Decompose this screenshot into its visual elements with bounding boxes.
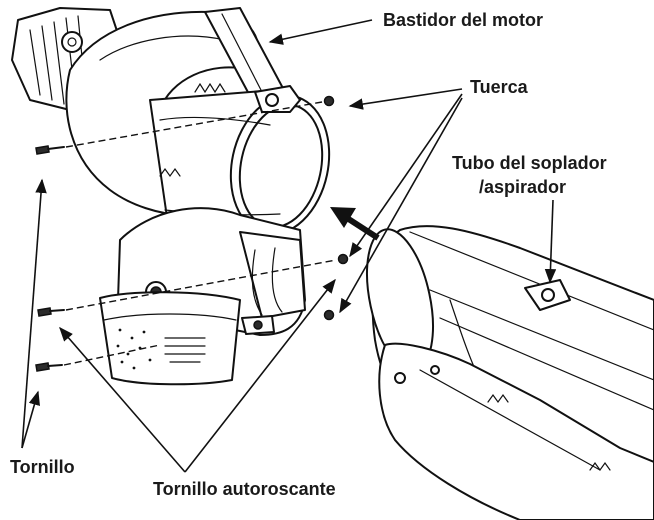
leader-nut-bottom bbox=[339, 97, 463, 314]
screw-left-upper bbox=[35, 145, 65, 155]
nut-bottom bbox=[323, 309, 335, 321]
leader-self-tapping-right bbox=[184, 278, 336, 473]
blower-tube bbox=[366, 225, 654, 520]
label-tube-line1: Tubo del soplador bbox=[452, 153, 607, 173]
nut-top bbox=[323, 95, 335, 107]
label-self-tapping-screw: Tornillo autoroscante bbox=[153, 479, 336, 499]
leader-self-tapping-left bbox=[59, 326, 186, 473]
label-screw: Tornillo bbox=[10, 457, 75, 477]
alignment-line-lower bbox=[63, 344, 161, 366]
leader-motor-housing bbox=[268, 19, 373, 45]
leader-nut-top bbox=[348, 88, 463, 110]
screw-left-middle bbox=[37, 307, 65, 317]
alignment-line-middle bbox=[65, 259, 337, 311]
label-nut: Tuerca bbox=[470, 77, 528, 97]
label-motor-housing: Bastidor del motor bbox=[383, 10, 544, 30]
screw-left-lower bbox=[35, 362, 63, 372]
insertion-arrow bbox=[330, 207, 380, 241]
leader-nut-middle bbox=[349, 93, 463, 258]
leader-screw-upper bbox=[21, 178, 47, 449]
label-tube-line2: /aspirador bbox=[479, 177, 567, 197]
motor-housing bbox=[11, 7, 331, 386]
leader-tube bbox=[544, 199, 557, 284]
leader-screw-lower bbox=[21, 390, 40, 449]
nut-middle bbox=[337, 253, 349, 265]
